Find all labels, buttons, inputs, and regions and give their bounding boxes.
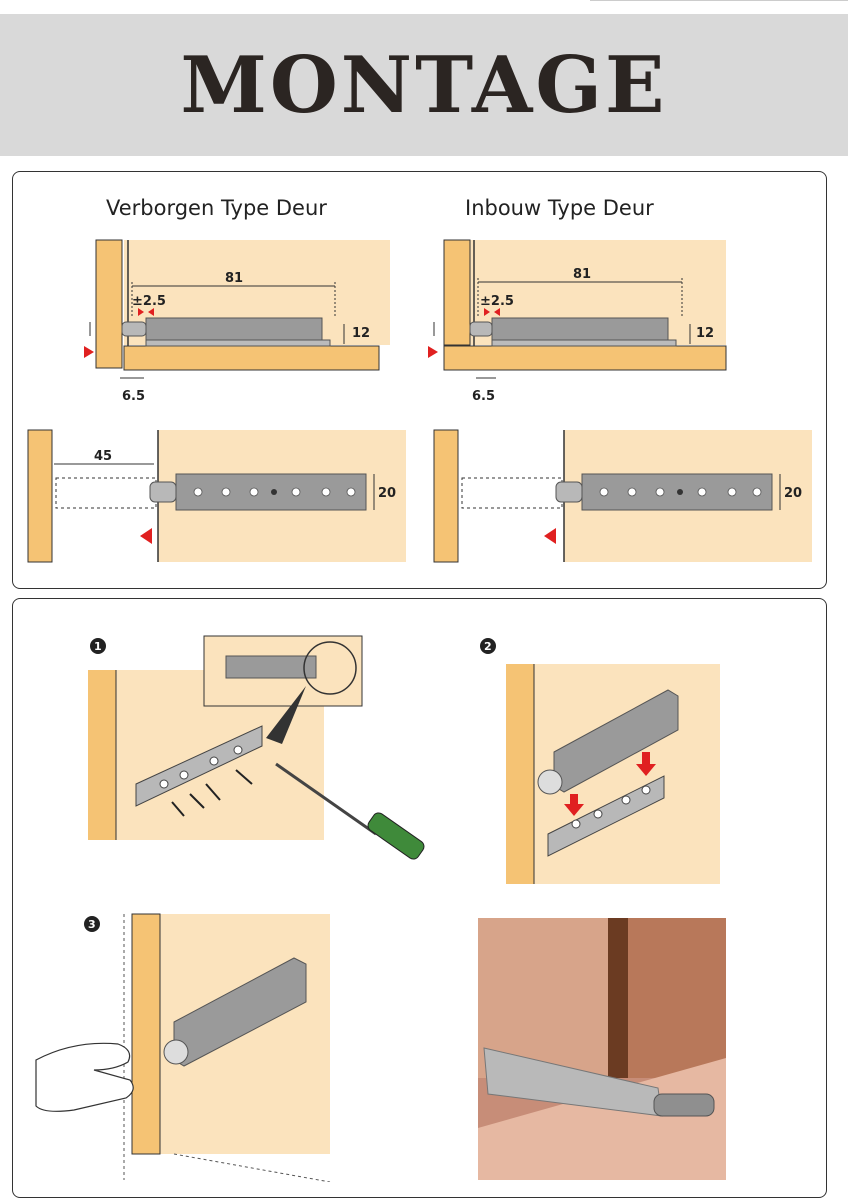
step-badge bbox=[480, 638, 496, 654]
installed-latch-photo bbox=[478, 918, 726, 1180]
step-number: 2 bbox=[484, 640, 492, 653]
latch-plunger bbox=[121, 321, 147, 337]
diagram-inset-top-view: 20 bbox=[433, 429, 812, 563]
diagram-concealed-top-view: 45 20 bbox=[27, 429, 406, 563]
red-marker-arrow bbox=[544, 528, 556, 544]
latch-body bbox=[491, 317, 669, 341]
mounting-plate bbox=[547, 775, 665, 857]
door-panel bbox=[88, 670, 116, 840]
door-panel bbox=[506, 664, 534, 884]
dim-length: 81 bbox=[225, 271, 243, 286]
diagram-inset-side-view: 81 ±2.5 12 7 6.5 bbox=[428, 239, 727, 404]
down-arrow bbox=[636, 752, 656, 776]
dim-travel: 45 bbox=[94, 449, 112, 464]
cabinet-shelf bbox=[443, 345, 727, 371]
down-arrow bbox=[564, 794, 584, 816]
dim-length: 81 bbox=[573, 267, 591, 282]
screwdriver-handle bbox=[367, 812, 425, 860]
door-panel bbox=[433, 429, 459, 563]
dim-height-right: 12 bbox=[696, 326, 714, 341]
step-number: 1 bbox=[94, 640, 102, 653]
latch-plunger bbox=[537, 769, 563, 795]
door-panel bbox=[443, 239, 471, 346]
step-badge bbox=[84, 916, 100, 932]
plunger-travel-outline bbox=[461, 477, 563, 509]
hand-pushing bbox=[35, 1042, 134, 1112]
top-divider-line bbox=[590, 0, 848, 1]
diagram-concealed-side-view: 81 ±2.5 12 7 6.5 bbox=[84, 239, 390, 404]
step-badge bbox=[90, 638, 106, 654]
step2-illustration: 2 bbox=[480, 638, 720, 884]
screwdriver-shaft bbox=[275, 762, 377, 836]
cabinet-interior bbox=[506, 664, 720, 884]
door-panel bbox=[27, 429, 53, 563]
step-number: 3 bbox=[88, 918, 96, 931]
door-panel bbox=[95, 239, 123, 369]
caption-inset-door: Inbouw Type Deur bbox=[465, 196, 654, 220]
dim-width: 20 bbox=[378, 486, 396, 501]
title-banner: MONTAGE bbox=[0, 14, 848, 156]
plunger-travel-outline bbox=[55, 477, 157, 509]
door-panel bbox=[131, 913, 161, 1155]
latch-plunger bbox=[163, 1039, 189, 1065]
page-title: MONTAGE bbox=[180, 39, 668, 131]
red-marker-arrow bbox=[84, 346, 94, 358]
latch-plunger bbox=[555, 481, 583, 503]
dim-gap: 6.5 bbox=[122, 389, 145, 404]
dim-tolerance: ±2.5 bbox=[480, 294, 514, 309]
dim-tolerance: ±2.5 bbox=[132, 294, 166, 309]
latch-plunger bbox=[653, 1093, 715, 1117]
red-marker-arrow bbox=[140, 528, 152, 544]
dim-gap: 6.5 bbox=[472, 389, 495, 404]
latch-plunger bbox=[149, 481, 177, 503]
cabinet-shelf bbox=[123, 345, 380, 371]
latch-body bbox=[145, 317, 323, 341]
step1-illustration: 1 bbox=[88, 635, 425, 860]
red-marker-arrow bbox=[428, 346, 438, 358]
dim-height-right: 12 bbox=[352, 326, 370, 341]
caption-concealed-door: Verborgen Type Deur bbox=[106, 196, 327, 220]
dim-width: 20 bbox=[784, 486, 802, 501]
latch-plunger bbox=[469, 321, 493, 337]
magnify-circle bbox=[303, 641, 357, 695]
step3-illustration: 3 bbox=[35, 913, 331, 1182]
